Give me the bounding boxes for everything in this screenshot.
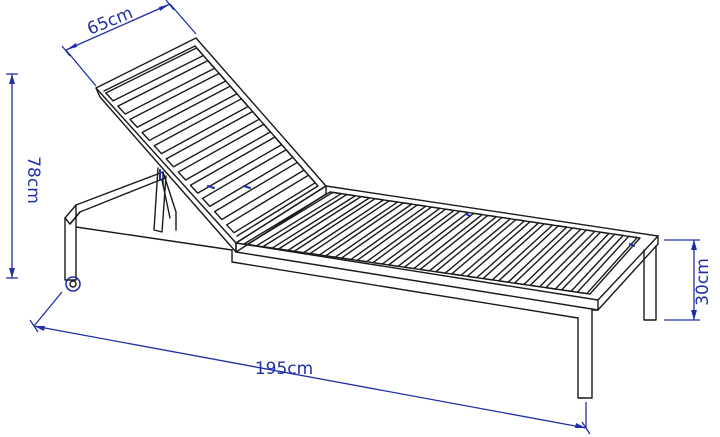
seat-slat xyxy=(466,220,540,279)
seat-slat xyxy=(576,235,638,295)
backrest-slat xyxy=(117,59,216,115)
backrest-slat xyxy=(129,72,227,128)
seat-slat xyxy=(482,223,554,281)
dimensions xyxy=(6,0,700,435)
height-dimension xyxy=(6,73,18,279)
seat-slats xyxy=(246,191,638,295)
seat-slat xyxy=(450,218,526,277)
lounger xyxy=(64,37,659,399)
head-frame xyxy=(64,171,233,281)
seat-slat xyxy=(435,216,512,274)
backrest-slat xyxy=(189,136,283,194)
seat-slat xyxy=(560,233,624,292)
seat-slat xyxy=(403,212,483,270)
backrest-slat xyxy=(226,174,316,234)
seat-height-label: 30cm xyxy=(693,258,713,306)
seat-slat xyxy=(545,231,610,290)
hidden-marks xyxy=(207,185,635,247)
width-dimension xyxy=(61,0,197,87)
backrest-slat xyxy=(141,85,238,142)
backrest-slat xyxy=(105,47,205,102)
seat-slat xyxy=(529,229,596,288)
seat-slat xyxy=(293,197,385,254)
width-label: 65cm xyxy=(84,3,136,39)
seat-slat xyxy=(419,214,497,272)
seat-slat xyxy=(277,195,371,252)
backrest-slat xyxy=(177,123,272,181)
wheel xyxy=(65,276,81,292)
height-label: 78cm xyxy=(23,156,43,204)
seat-slat xyxy=(309,200,399,256)
backrest-slat xyxy=(153,98,249,155)
seat-frame xyxy=(231,245,657,399)
seat-slat xyxy=(513,227,582,286)
backrest-slats xyxy=(105,47,316,234)
seat-slat xyxy=(356,206,441,263)
backrest-slat xyxy=(165,110,260,168)
seat-slat xyxy=(498,225,568,283)
seat-slat xyxy=(340,204,427,261)
backrest-slat xyxy=(213,161,305,221)
seat-height-dimension xyxy=(664,239,700,321)
backrest-support xyxy=(153,167,171,233)
seat-slat xyxy=(372,208,455,265)
length-label: 195cm xyxy=(255,359,313,379)
seat-slat xyxy=(246,191,342,247)
seat-slat xyxy=(325,202,413,258)
length-dimension xyxy=(29,291,591,435)
seat-slat xyxy=(387,210,469,267)
backrest-slat xyxy=(201,149,294,208)
seat-slat xyxy=(262,193,357,249)
